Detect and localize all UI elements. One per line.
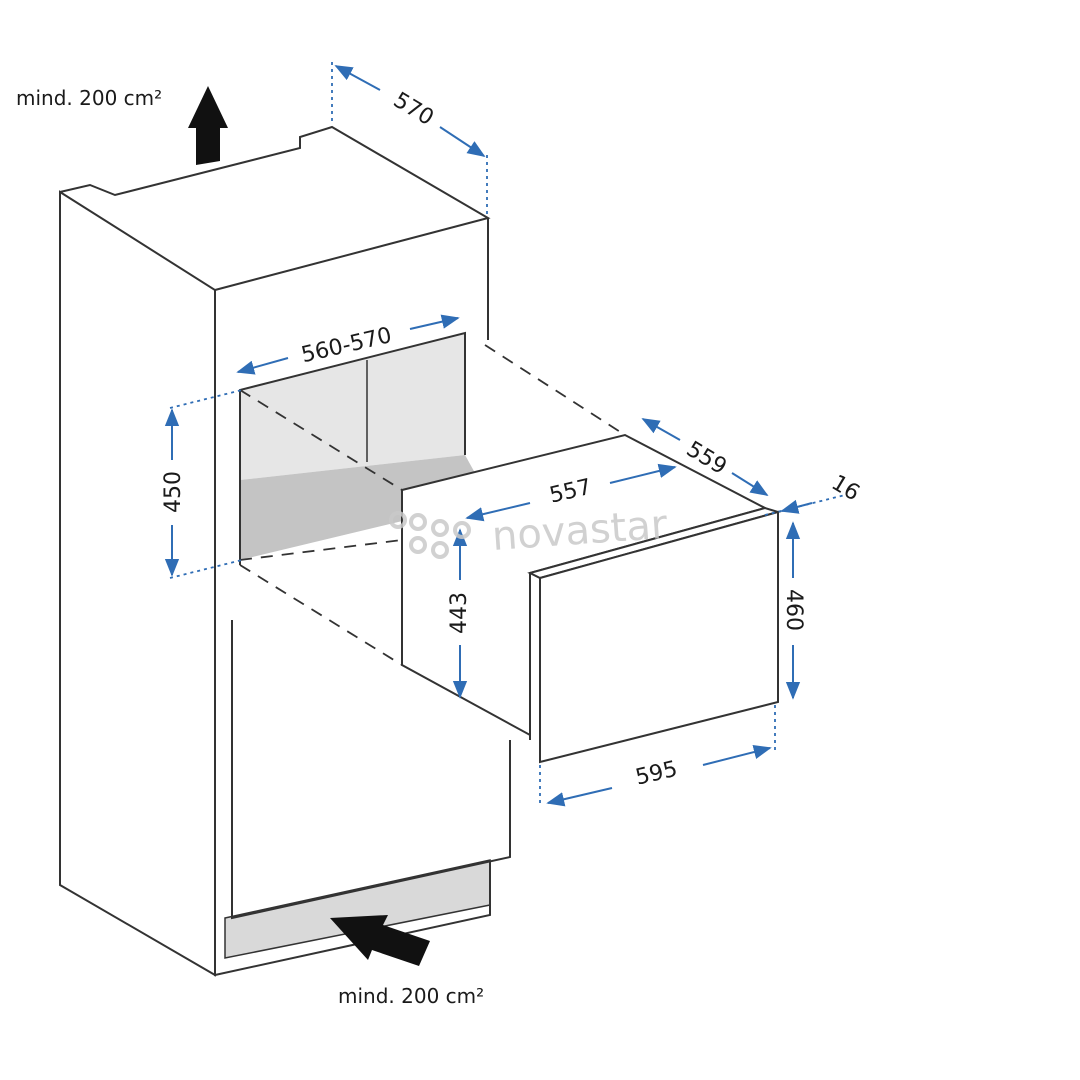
dim-570-arrow-b — [439, 126, 486, 157]
dim-595-arrow-a — [546, 787, 613, 807]
vent-in-arrow-icon — [330, 915, 430, 966]
ext-450-bottom — [169, 559, 243, 579]
vent-top-label: mind. 200 cm² — [16, 86, 162, 110]
projection-top-left — [239, 389, 403, 491]
appliance-front — [539, 510, 779, 764]
niche-opening — [239, 331, 466, 565]
vent-up-arrow-icon — [188, 86, 228, 165]
dim-450-label: 450 — [161, 471, 186, 513]
watermark-logo-icon — [389, 511, 471, 559]
niche-back-wall — [240, 333, 465, 480]
projection-floor — [239, 539, 403, 561]
vent-bottom-label: mind. 200 cm² — [338, 984, 484, 1008]
dim-559-arrow-a — [641, 418, 681, 441]
cabinet-side — [59, 190, 216, 977]
niche-floor — [240, 455, 490, 560]
dim-460-label: 460 — [781, 589, 806, 631]
labels: mind. 200 cm² mind. 200 cm² 570 560-570 … — [16, 86, 864, 1008]
appliance — [401, 433, 782, 764]
lower-door — [231, 620, 511, 920]
projection-top-right — [484, 344, 626, 436]
dim-16-label: 16 — [827, 471, 864, 507]
dim-595-arrow-b — [702, 745, 772, 766]
ventilation-arrows — [188, 86, 430, 966]
dim-16-arrow — [780, 499, 813, 514]
cabinet — [59, 125, 511, 977]
extension-lines — [169, 62, 846, 805]
cabinet-top — [59, 125, 491, 291]
ext-450-top — [169, 389, 243, 409]
dim-595-label: 595 — [633, 757, 680, 791]
plinth — [214, 862, 491, 977]
projection-bottom-left — [239, 564, 403, 666]
dim-557-arrow-a — [465, 502, 531, 522]
dim-559-arrow-b — [731, 472, 769, 496]
projection-lines — [239, 344, 626, 666]
dim-570-label: 570 — [389, 88, 438, 131]
dim-560-arrow-b — [409, 314, 460, 330]
dim-570-arrow-a — [334, 65, 381, 91]
dim-557-arrow-b — [609, 463, 677, 484]
dim-560-arrow-a — [236, 357, 289, 375]
dim-443-label: 443 — [447, 592, 472, 634]
